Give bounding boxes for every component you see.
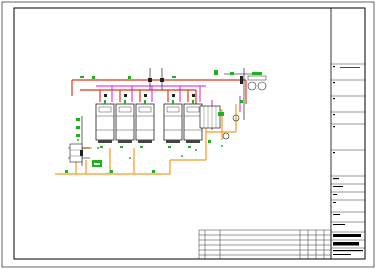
- boiler-4: [163, 100, 183, 143]
- valves: [65, 70, 243, 173]
- valve-symbols: [80, 76, 243, 156]
- piping-schematic: [55, 68, 267, 175]
- heat-exchanger: [199, 105, 224, 129]
- title-block: [330, 8, 365, 259]
- revision-table: [198, 229, 332, 260]
- water-softener: [69, 143, 102, 167]
- pump-group: [222, 72, 267, 140]
- boiler-2: [115, 100, 135, 143]
- boiler-1: [95, 100, 115, 143]
- boiler-3: [135, 100, 155, 143]
- drawing-frame: [13, 7, 366, 260]
- boiler-5: [183, 100, 203, 143]
